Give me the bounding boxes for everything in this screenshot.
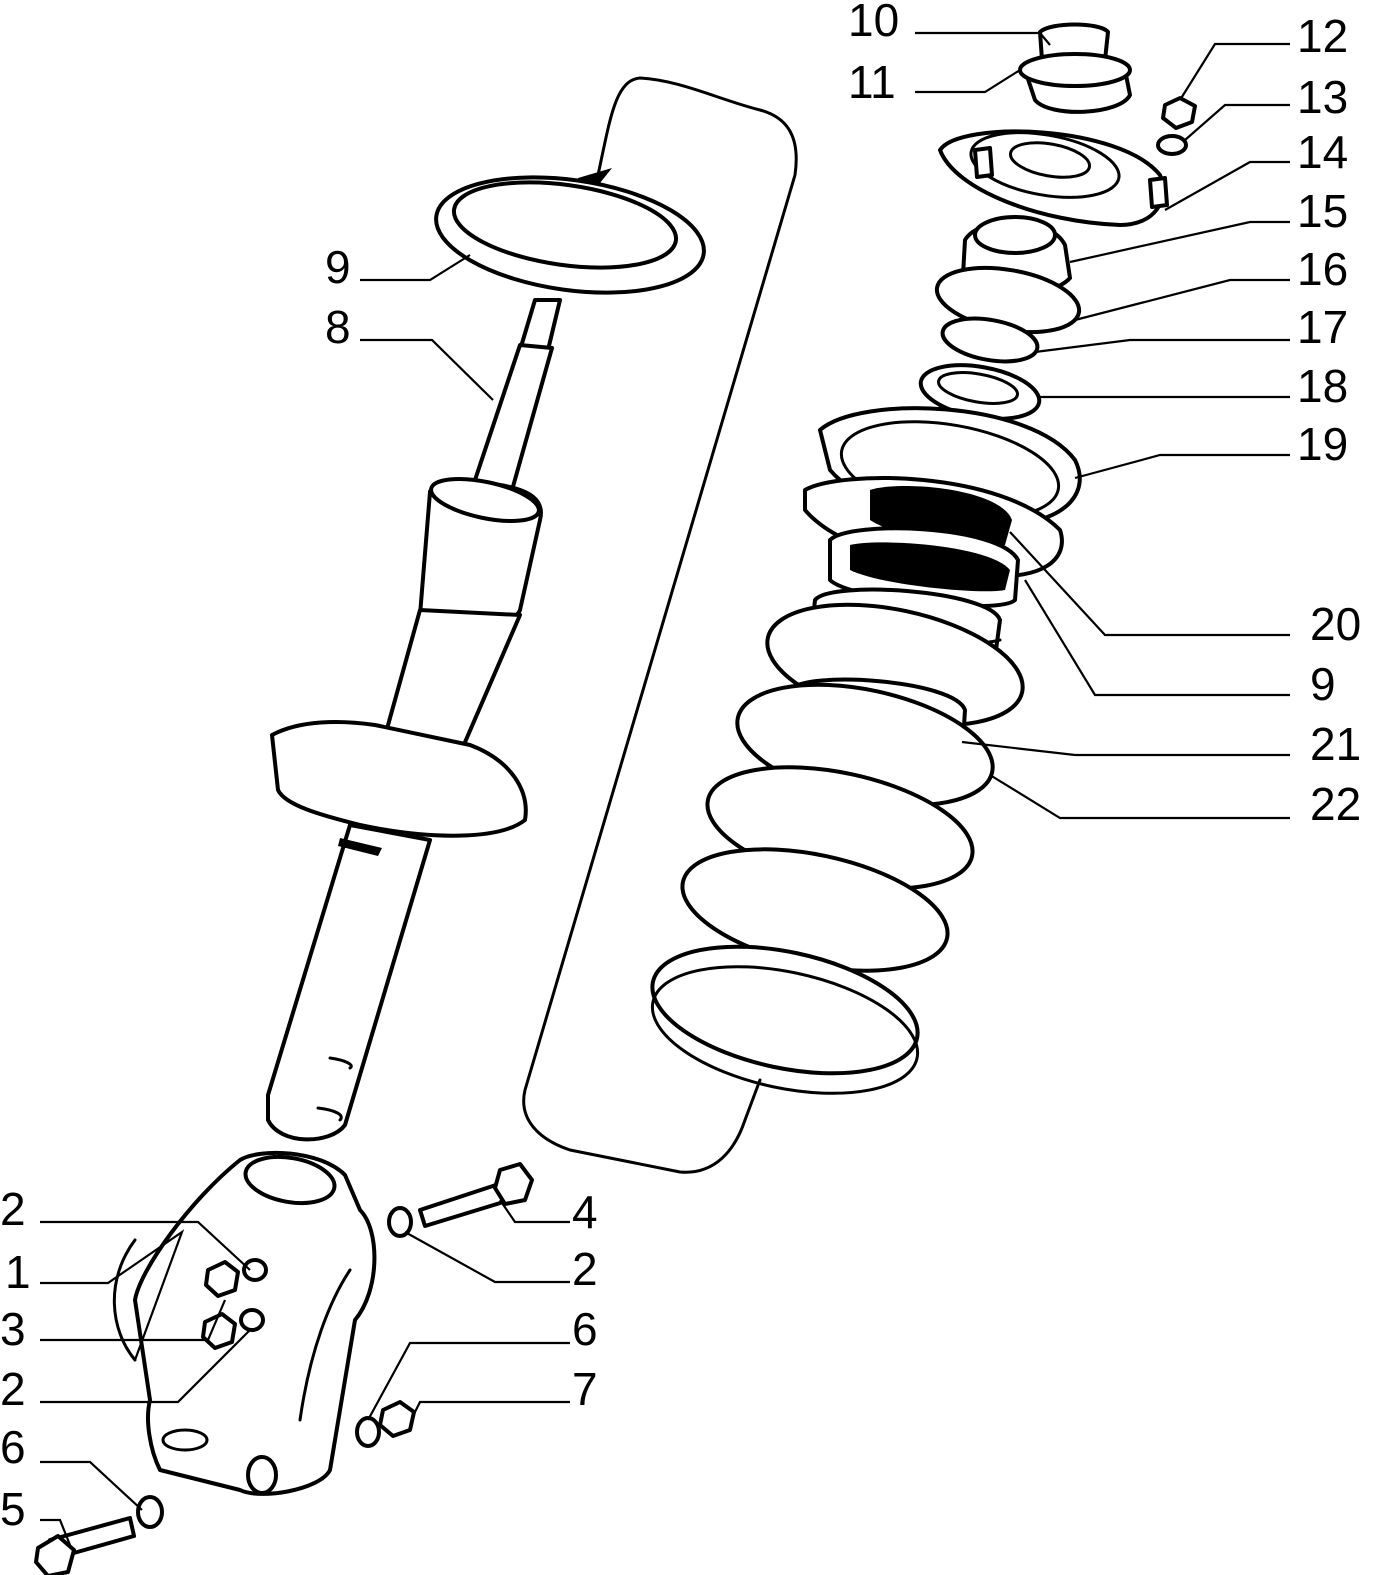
- label-6-left: 6: [0, 1421, 26, 1473]
- label-2-c: 2: [0, 1363, 26, 1415]
- label-2-a: 2: [0, 1183, 26, 1235]
- label-11: 11: [848, 56, 896, 108]
- label-7: 7: [572, 1363, 598, 1415]
- label-10: 10: [848, 0, 899, 46]
- callout-labels: 10 11 12 13 14 15 16 17 18 19 20 9 21 22…: [0, 0, 1361, 1535]
- label-13: 13: [1297, 71, 1348, 123]
- label-19: 19: [1297, 418, 1348, 470]
- part-8-shock-absorber: [266, 298, 562, 1142]
- spring-assembly: [650, 406, 1082, 1095]
- label-6-right: 6: [572, 1303, 598, 1355]
- label-3: 3: [0, 1303, 26, 1355]
- label-17: 17: [1297, 301, 1348, 353]
- leader-lines: [40, 31, 1290, 1546]
- label-4: 4: [572, 1186, 598, 1238]
- bracket-hardware: [34, 1162, 534, 1575]
- label-18: 18: [1297, 360, 1348, 412]
- label-21: 21: [1310, 718, 1361, 770]
- label-20: 20: [1310, 598, 1361, 650]
- label-15: 15: [1297, 185, 1348, 237]
- part-9-upper-ring: [434, 175, 706, 295]
- label-8: 8: [325, 301, 351, 353]
- upper-mount-parts: [918, 22, 1197, 421]
- label-16: 16: [1297, 243, 1348, 295]
- label-1: 1: [5, 1246, 31, 1298]
- label-12: 12: [1297, 10, 1348, 62]
- label-14: 14: [1297, 126, 1348, 178]
- label-5: 5: [0, 1483, 26, 1535]
- label-9-right: 9: [1310, 658, 1336, 710]
- label-9-left: 9: [325, 241, 351, 293]
- label-22: 22: [1310, 778, 1361, 830]
- label-2-b: 2: [572, 1243, 598, 1295]
